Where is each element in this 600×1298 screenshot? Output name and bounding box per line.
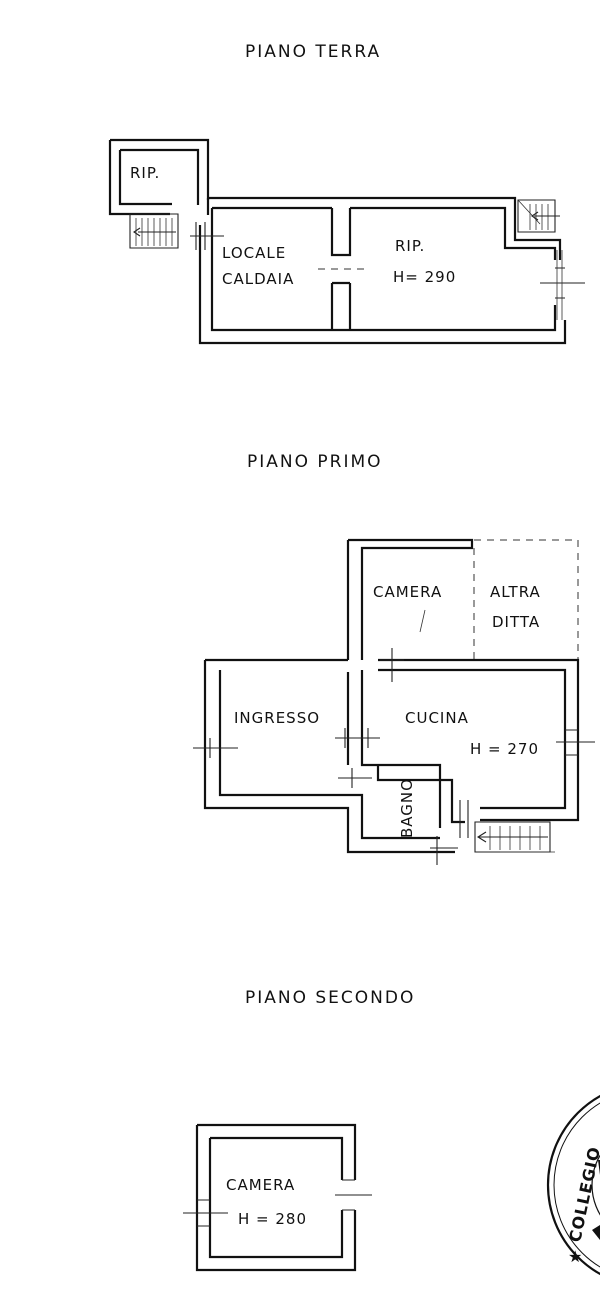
ground-storage-small-walls [108,138,210,216]
first-floor-plan: PIANO PRIMO CAMERA ALTRA DITTA INGRESSO … [193,452,595,865]
second-bedroom-walls [195,1123,357,1272]
ground-main-walls [198,196,567,345]
first-entrance-label: INGRESSO [234,709,320,727]
first-kitchen-label-1: CUCINA [405,709,469,727]
first-other-owner-label-1: ALTRA [490,583,541,601]
first-floor-title: PIANO PRIMO [247,452,383,472]
ground-left-stairs [129,213,179,249]
ground-floor-plan: PIANO TERRA RIP. LOCALE CALDAIA RIP. H= … [108,42,585,345]
ground-storage-label-2: H= 290 [393,268,456,286]
ground-partition-wall [330,208,352,330]
ground-boiler-label-2: CALDAIA [222,270,294,288]
second-bedroom-label-2: H = 280 [238,1210,307,1228]
ground-floor-title: PIANO TERRA [245,42,381,62]
second-floor-title: PIANO SECONDO [245,988,415,1008]
ground-boiler-label-1: LOCALE [222,244,286,262]
second-bedroom-label-1: CAMERA [226,1176,295,1194]
ground-small-storage-label: RIP. [130,164,160,182]
first-main-walls [203,658,580,854]
professional-seal-stamp: COLLEGIO ★ [546,1094,600,1276]
first-bedroom-walls [346,538,474,660]
first-other-owner-label-2: DITTA [492,613,540,631]
first-other-owner-outline [473,539,579,660]
ground-right-stairs [517,199,560,233]
ground-storage-label-1: RIP. [395,237,425,255]
first-floor-stairs [474,821,555,853]
first-bedroom-label: CAMERA [373,583,442,601]
first-bathroom-label: BAGNO [398,778,416,838]
seal-star-icon: ★ [568,1247,583,1266]
second-floor-plan: PIANO SECONDO CAMERA H = 280 [183,988,415,1272]
first-kitchen-label-2: H = 270 [470,740,539,758]
